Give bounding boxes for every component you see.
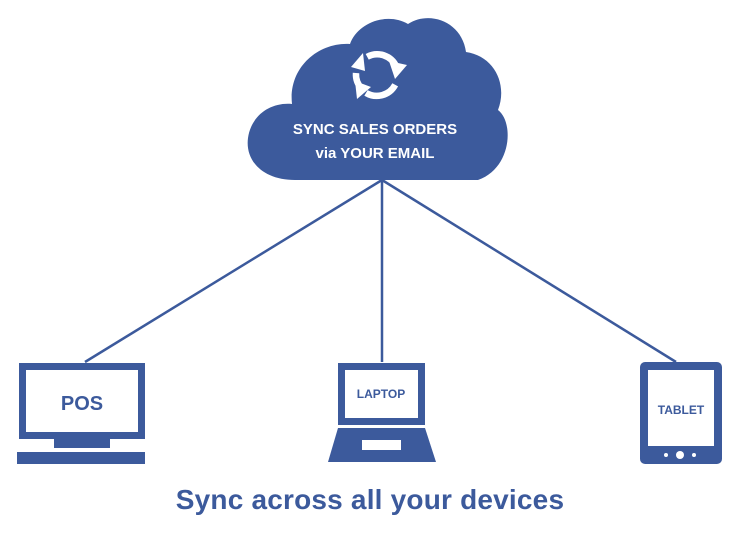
laptop-label: LAPTOP xyxy=(357,387,405,401)
connector-tablet xyxy=(381,178,677,364)
sync-arrows-icon xyxy=(351,51,407,100)
monitor-icon xyxy=(17,363,145,464)
cloud-title-line2: via YOUR EMAIL xyxy=(316,145,435,162)
tablet-label: TABLET xyxy=(658,403,705,417)
pos-label: POS xyxy=(61,393,103,415)
laptop-icon xyxy=(328,363,436,462)
connector-lines xyxy=(84,178,677,364)
cloud: SYNC SALES ORDERS via YOUR EMAIL xyxy=(247,18,508,180)
pos-device: POS xyxy=(17,363,145,464)
connector-pos xyxy=(84,178,383,364)
tablet-icon xyxy=(640,362,722,464)
caption: Sync across all your devices xyxy=(175,484,565,515)
cloud-title-line1: SYNC SALES ORDERS xyxy=(293,121,457,138)
tablet-device: TABLET xyxy=(640,362,722,464)
laptop-device: LAPTOP xyxy=(328,363,436,462)
